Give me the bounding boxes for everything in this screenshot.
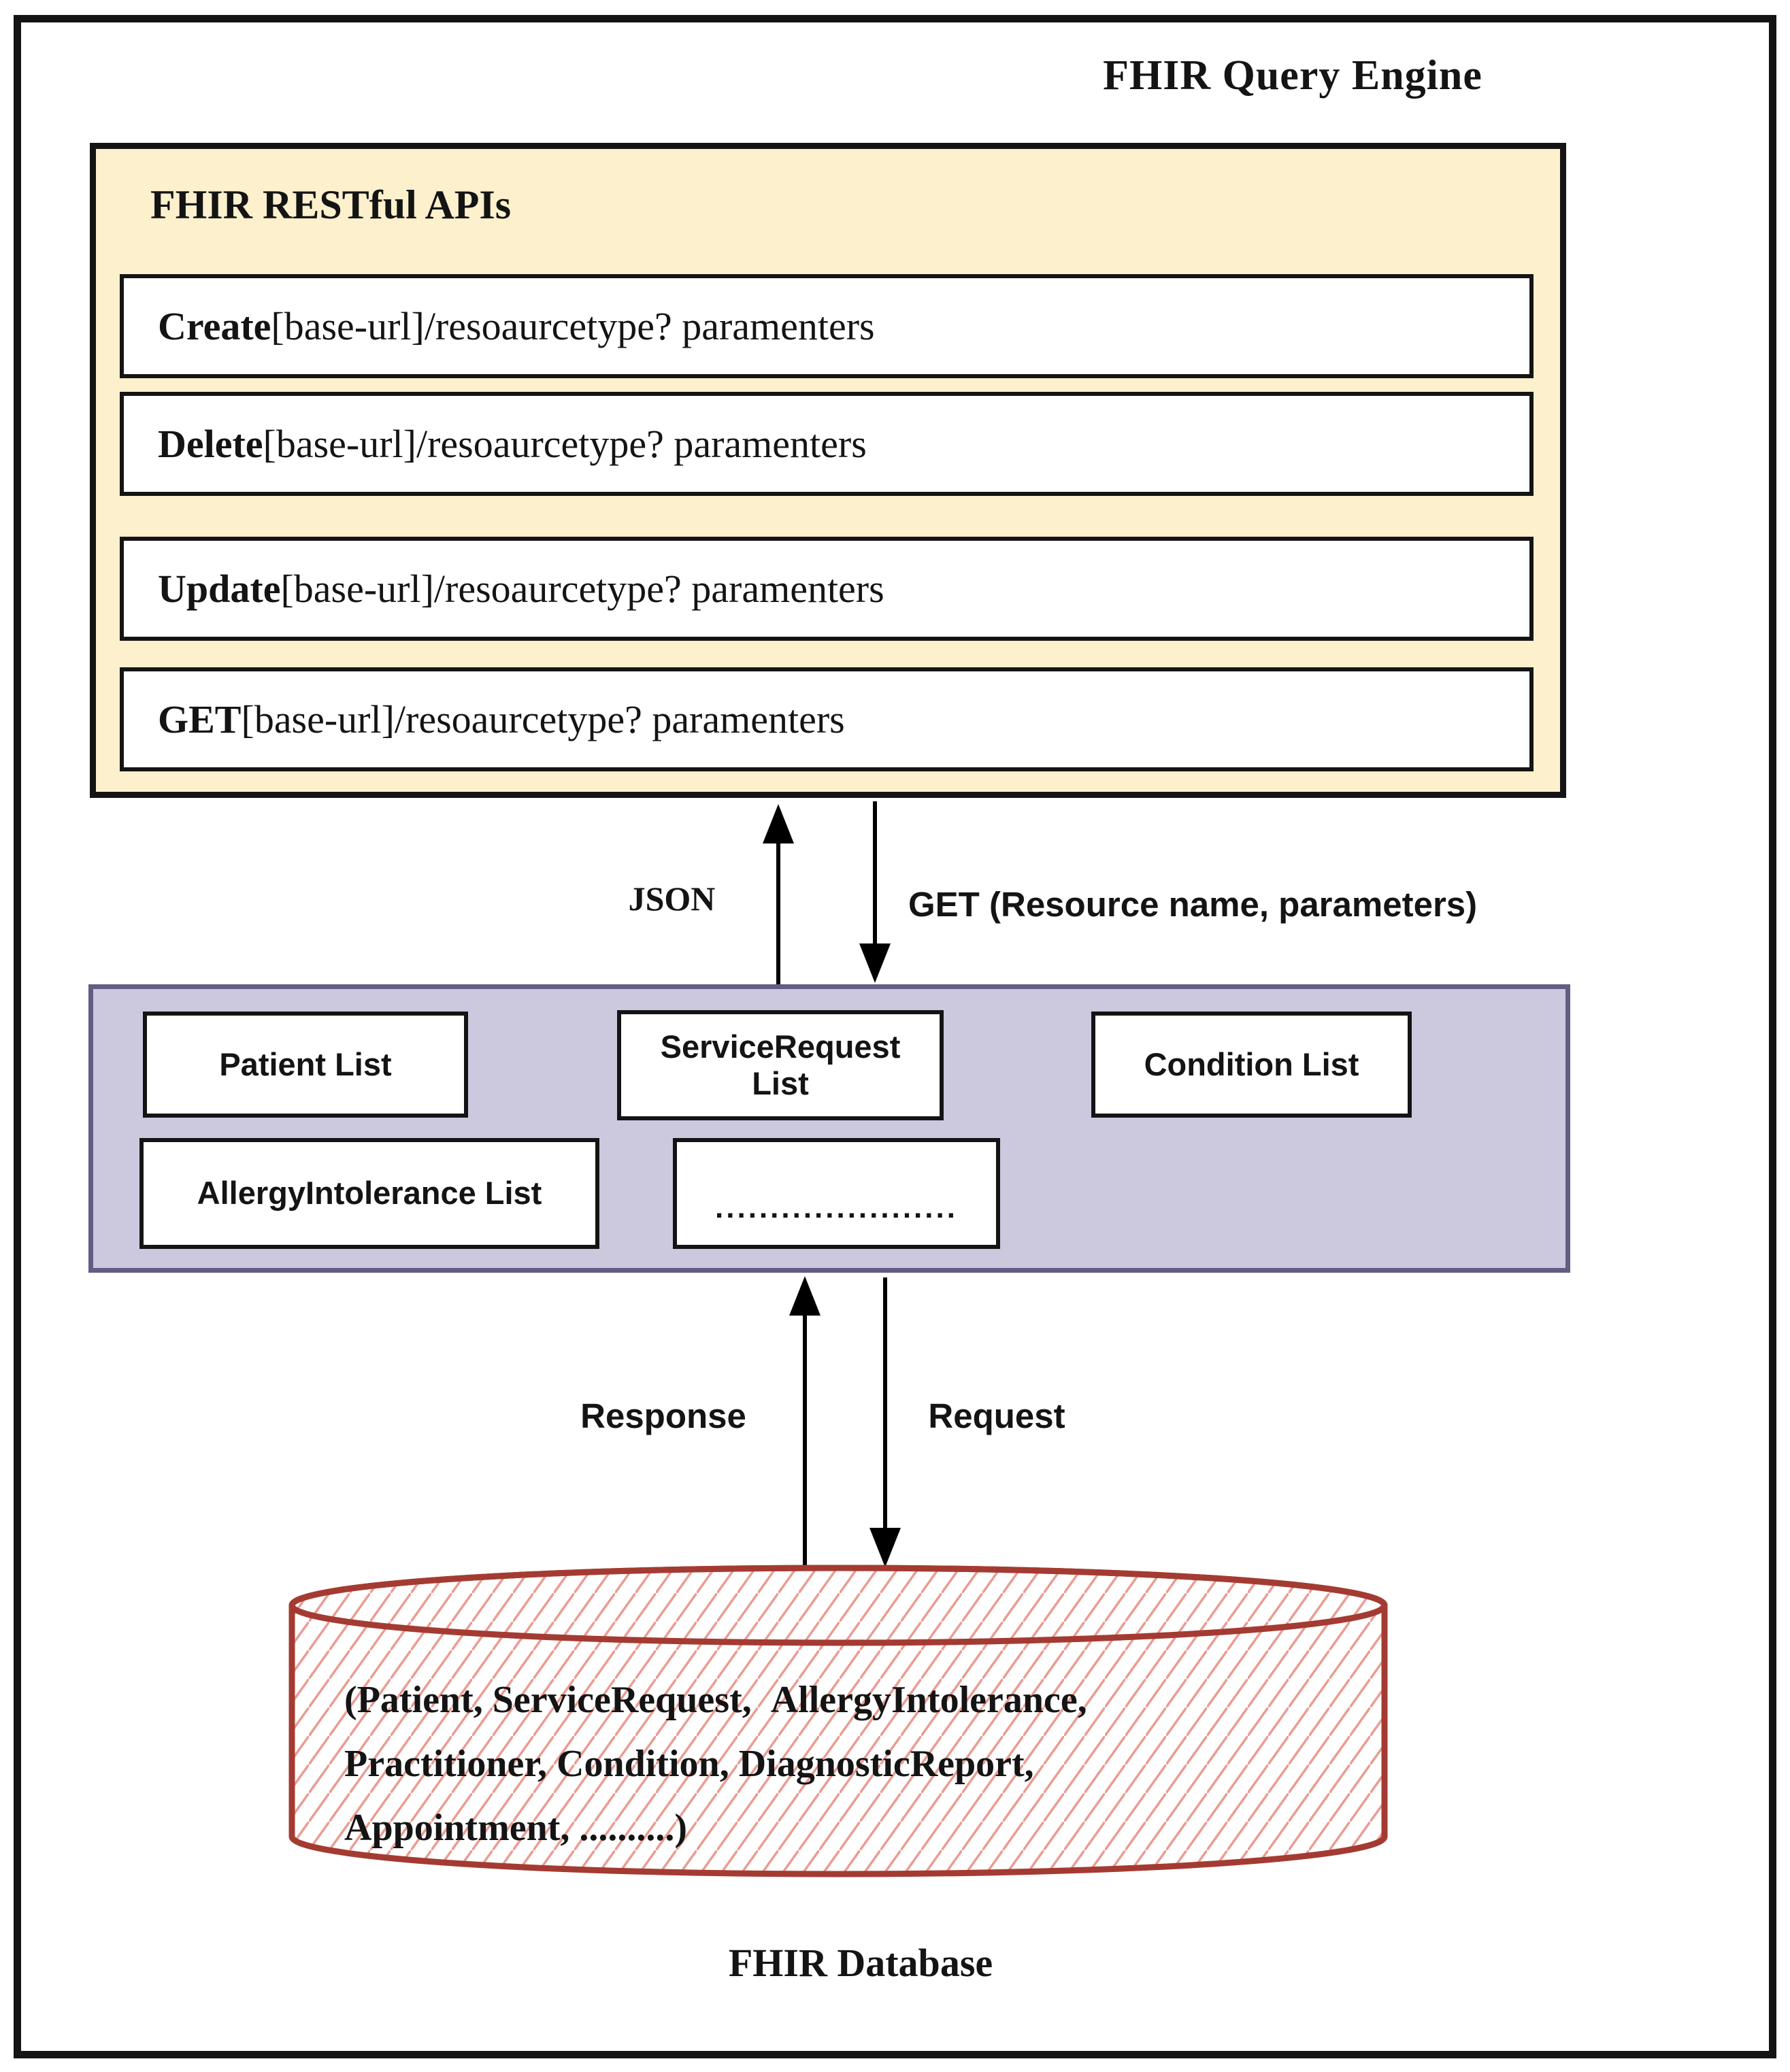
json-arrow-up-line [776,841,780,984]
list-box-ellipsis: ...................... [673,1138,1000,1249]
database-caption: FHIR Database [728,1941,993,1985]
diagram-title: FHIR Query Engine [1103,52,1482,99]
lists-panel: Patient List ServiceRequest List Conditi… [88,984,1570,1273]
get-arrow-down-head-icon [859,943,891,983]
get-arrow-down-line [873,801,877,945]
database-contents: (Patient, ServiceRequest, AllergyIntoler… [344,1668,1331,1860]
api-method: GET [158,697,242,741]
request-arrow-down-head-icon [869,1528,901,1567]
database-cylinder-icon [288,1565,1388,1877]
api-panel: FHIR RESTful APIs Create[base-url]/resoa… [90,143,1566,798]
get-arrow-label: GET (Resource name, parameters) [908,885,1478,924]
api-method: Update [158,567,281,611]
api-path: [base-url]/resoaurcetype? paramenters [280,567,884,611]
api-path: [base-url]/resoaurcetype? paramenters [241,697,845,741]
api-row-get: GET[base-url]/resoaurcetype? paramenters [120,667,1534,771]
api-row-delete: Delete[base-url]/resoaurcetype? parament… [120,392,1534,496]
api-row-create: Create[base-url]/resoaurcetype? parament… [120,274,1534,378]
response-arrow-up-head-icon [789,1276,821,1316]
request-arrow-label: Request [928,1397,1065,1435]
response-arrow-label: Response [580,1397,746,1435]
api-path: [base-url]/resoaurcetype? paramenters [271,304,875,348]
database-content-line: (Patient, ServiceRequest, AllergyIntoler… [344,1679,1087,1721]
database-content-line: Appointment, ..........) [344,1807,688,1849]
database-content-line: Practitioner, Condition, DiagnosticRepor… [344,1743,1034,1785]
list-box-patient: Patient List [143,1012,468,1118]
api-path: [base-url]/resoaurcetype? paramenters [263,422,867,466]
list-box-servicerequest: ServiceRequest List [617,1010,944,1120]
json-arrow-label: JSON [628,880,716,918]
request-arrow-down-line [883,1277,887,1529]
api-method: Delete [158,422,263,466]
json-arrow-up-head-icon [763,804,794,843]
api-method: Create [158,304,271,348]
response-arrow-up-line [803,1313,807,1567]
list-box-condition: Condition List [1091,1012,1412,1118]
api-row-update: Update[base-url]/resoaurcetype? parament… [120,537,1534,641]
list-box-allergyintolerance: AllergyIntolerance List [139,1138,599,1249]
api-panel-title: FHIR RESTful APIs [150,182,512,227]
diagram-frame [14,15,1776,2058]
